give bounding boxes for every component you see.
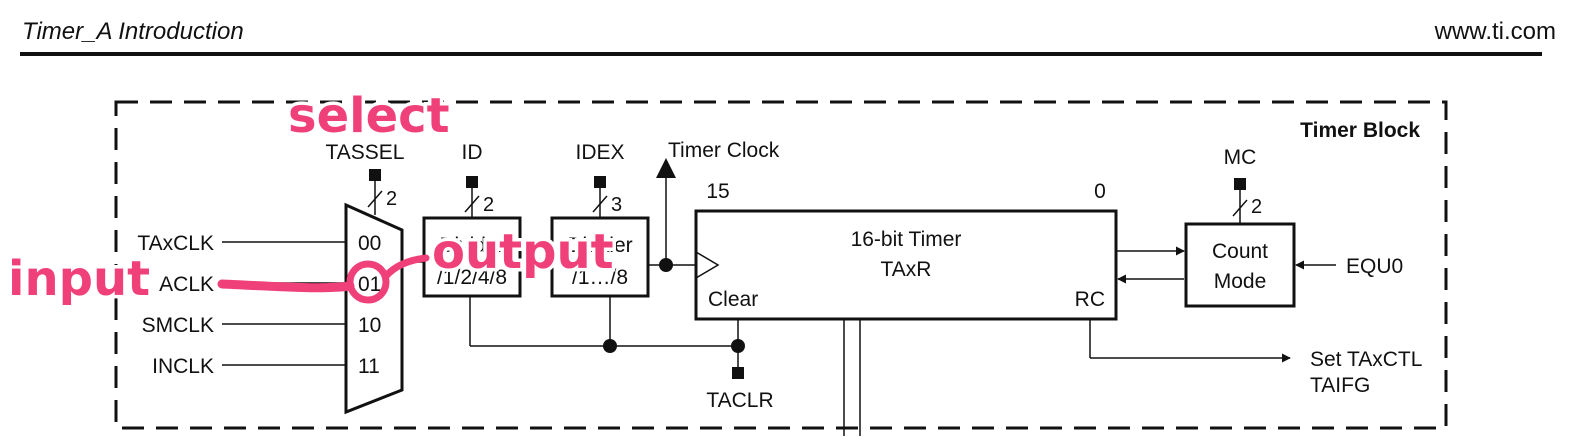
timer-block-border <box>114 100 1448 430</box>
count-mode-line1: Count <box>1212 240 1268 263</box>
idex-label: IDEX <box>575 141 624 164</box>
timer-clock-label: Timer Clock <box>668 139 780 162</box>
divider-ex-text-top: Divider <box>567 234 632 257</box>
timer-rc-label: RC <box>1075 288 1105 311</box>
equ0-label: EQU0 <box>1346 255 1403 278</box>
id-width: 2 <box>483 194 494 216</box>
mux-code-01: 01 <box>358 273 381 296</box>
id-label: ID <box>462 141 483 164</box>
header-site-link[interactable]: www.ti.com <box>1434 18 1556 45</box>
tassel-label: TASSEL <box>326 141 405 164</box>
output-line2: TAIFG <box>1310 374 1370 397</box>
input-label-taxclk: TAxCLK <box>137 232 214 255</box>
divider-ex-block: Divider /1…/8 <box>550 216 650 298</box>
id-control: ID 2 <box>462 141 494 218</box>
timer-bit-low: 0 <box>1094 180 1106 203</box>
divider-text-bottom: /1/2/4/8 <box>437 266 507 289</box>
idex-width: 3 <box>611 194 622 216</box>
idex-control: IDEX 3 <box>575 141 625 218</box>
clock-inputs: TAxCLK ACLK SMCLK INCLK <box>137 232 346 378</box>
input-label-smclk: SMCLK <box>142 314 214 337</box>
annotation-select: select <box>288 88 450 144</box>
count-mode-block: Count Mode <box>1184 222 1296 308</box>
tassel-width: 2 <box>386 188 397 210</box>
header-rule <box>20 52 1542 56</box>
mc-label: MC <box>1224 146 1257 169</box>
mux-code-00: 00 <box>358 232 381 255</box>
output-line1: Set TAxCTL <box>1310 348 1422 371</box>
timer-clock-path <box>648 158 696 272</box>
rc-output-path <box>1089 319 1291 363</box>
timer-mode-links <box>1116 246 1185 284</box>
input-label-inclk: INCLK <box>152 355 214 378</box>
annotations: select input output <box>5 85 618 311</box>
annotation-output: output <box>432 224 614 280</box>
timer-register-name: TAxR <box>881 258 932 281</box>
annotation-input: input <box>8 251 150 307</box>
count-mode-line2: Mode <box>1214 270 1267 293</box>
mc-width: 2 <box>1251 196 1262 218</box>
divider-ex-text-bottom: /1…/8 <box>572 266 628 289</box>
tassel-control: TASSEL 2 <box>326 141 405 215</box>
input-label-aclk: ACLK <box>159 273 214 296</box>
timer-block-title: Timer Block <box>1300 119 1420 142</box>
taclr-label: TACLR <box>706 389 773 412</box>
timer-bit-high: 15 <box>706 180 729 203</box>
clock-multiplexer: 00 01 10 11 <box>344 202 404 415</box>
mc-control: MC 2 <box>1224 146 1262 224</box>
timer-clear-label: Clear <box>708 288 758 311</box>
divider-text-top: Divider <box>439 234 504 257</box>
timer-register-block: 16-bit Timer TAxR Clear RC <box>694 209 1118 321</box>
header-title: Timer_A Introduction <box>22 18 244 45</box>
mux-code-11: 11 <box>358 355 380 378</box>
mux-code-10: 10 <box>358 314 381 337</box>
timer-title: 16-bit Timer <box>851 228 962 251</box>
